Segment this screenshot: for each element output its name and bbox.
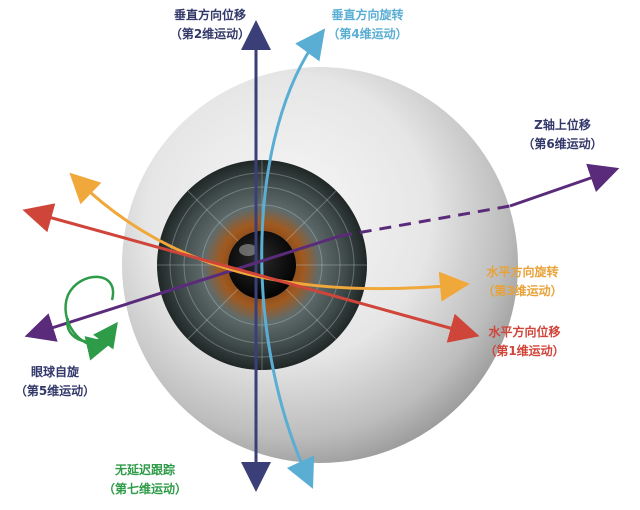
label-eye-roll-sub: （第5维运动） — [14, 384, 96, 398]
label-z-axis-move-sub: （第6维运动） — [522, 137, 603, 151]
label-z-axis-move-title: Z轴上位移 — [534, 118, 591, 132]
label-horizontal-rotate-sub: （第3维运动） — [482, 284, 563, 298]
horizontal-move-arrow — [22, 203, 480, 343]
label-horizontal-rotate: 水平方向旋转 （第3维运动） — [460, 263, 585, 301]
label-eye-roll: 眼球自旋 （第5维运动） — [0, 363, 110, 401]
label-tracking-title: 无延迟跟踪 — [114, 463, 175, 477]
label-horizontal-move-sub: （第1维运动） — [484, 344, 565, 358]
label-vertical-move-sub: （第2维运动） — [169, 27, 251, 41]
tracking-rotation-arrow-b — [66, 317, 118, 350]
z-axis-arrow-far — [509, 163, 620, 208]
label-vertical-rotate-sub: （第4维运动） — [327, 27, 408, 41]
label-horizontal-rotate-title: 水平方向旋转 — [486, 265, 559, 279]
label-tracking: 无延迟跟踪 （第七维运动） — [80, 461, 210, 499]
label-horizontal-move: 水平方向位移 （第1维运动） — [462, 323, 587, 361]
label-z-axis-move: Z轴上位移 （第6维运动） — [500, 116, 625, 154]
label-vertical-rotate-title: 垂直方向旋转 — [331, 8, 404, 22]
label-tracking-sub: （第七维运动） — [102, 482, 187, 496]
label-vertical-move-title: 垂直方向位移 — [173, 8, 246, 22]
pupil-highlight — [239, 244, 257, 256]
label-vertical-rotate: 垂直方向旋转 （第4维运动） — [300, 6, 435, 44]
label-eye-roll-title: 眼球自旋 — [30, 365, 79, 379]
label-horizontal-move-title: 水平方向位移 — [488, 325, 561, 339]
label-vertical-move: 垂直方向位移 （第2维运动） — [150, 6, 270, 44]
